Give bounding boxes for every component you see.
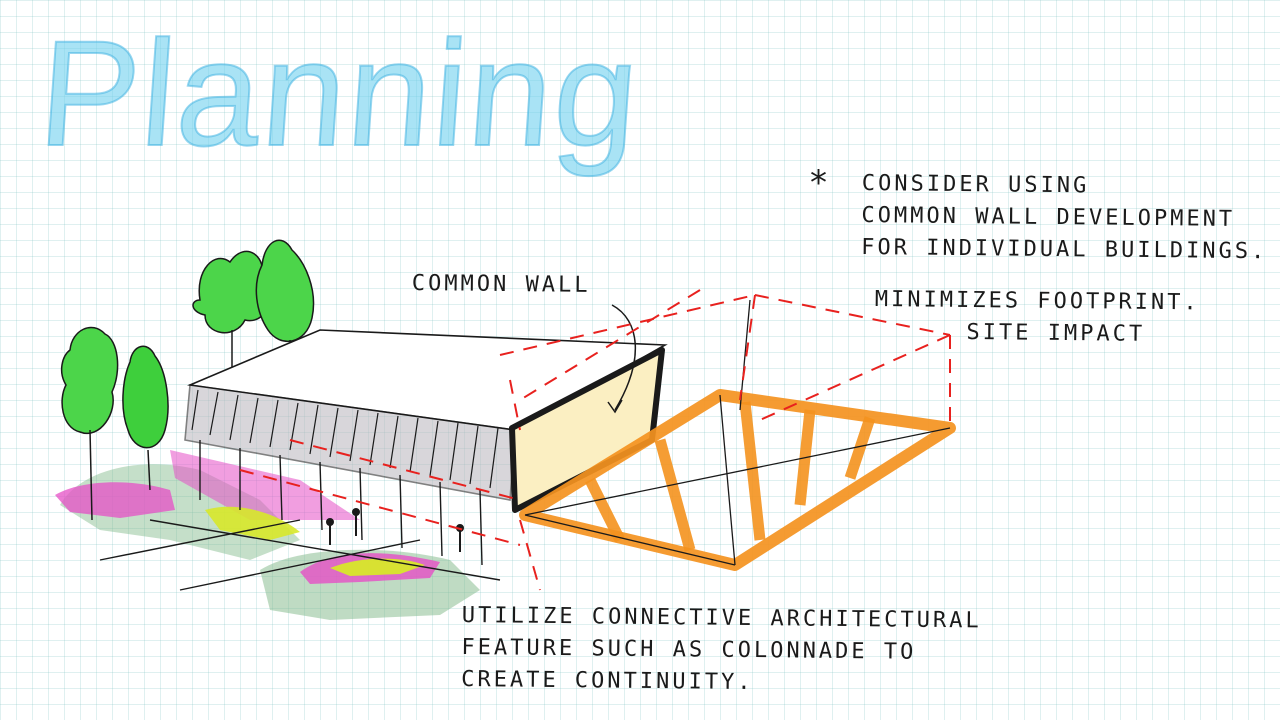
trees (60, 239, 315, 521)
projection-lines (239, 289, 951, 591)
footprint-area (519, 299, 956, 571)
building-roof (184, 329, 668, 501)
asterisk-marker: * (810, 163, 827, 203)
colonnade (99, 440, 501, 591)
people-figures (326, 508, 464, 552)
